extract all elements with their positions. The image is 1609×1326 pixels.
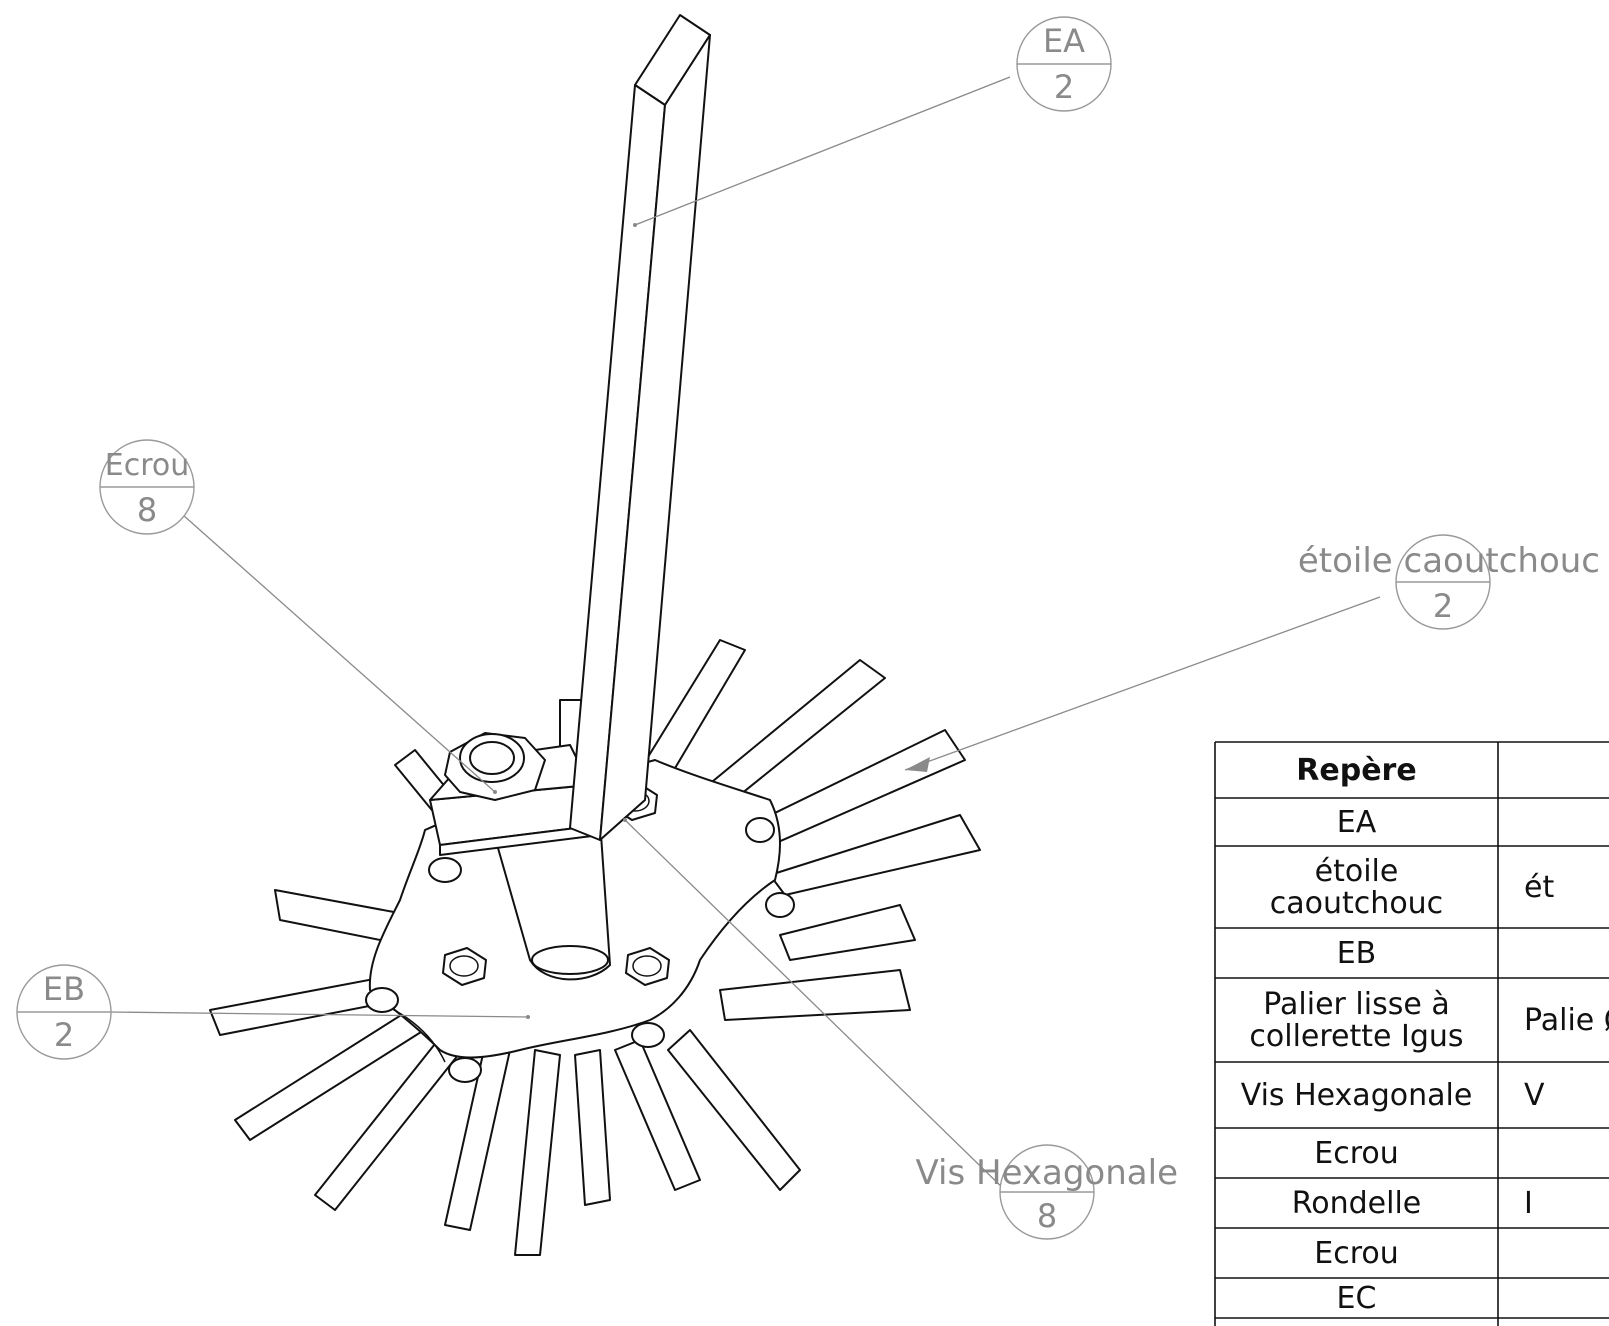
balloon-etoile-qty: 2 bbox=[1433, 587, 1453, 625]
balloon-eb-qty: 2 bbox=[54, 1016, 74, 1054]
bearing-hub bbox=[489, 819, 611, 981]
balloon-vis-name: Vis Hexagonale bbox=[916, 1153, 1178, 1193]
balloon-ecrou-qty: 8 bbox=[137, 491, 157, 529]
bom-cell-desc: Palie Ø bbox=[1524, 1003, 1609, 1038]
balloon-etoile[interactable]: étoile caoutchouc 2 bbox=[1298, 534, 1600, 630]
balloon-eb-name: EB bbox=[43, 970, 85, 1008]
bom-cell-repere: Vis Hexagonale bbox=[1241, 1078, 1473, 1113]
leaders bbox=[109, 76, 1381, 1196]
balloon-ea-qty: 2 bbox=[1054, 68, 1074, 106]
bom-cell-repere: Ecrou bbox=[1314, 1136, 1399, 1171]
balloon-ea-name: EA bbox=[1043, 22, 1085, 60]
balloon-ea[interactable]: EA 2 bbox=[1016, 16, 1112, 112]
balloon-vis-qty: 8 bbox=[1037, 1197, 1057, 1235]
balloon-etoile-name: étoile caoutchouc bbox=[1298, 541, 1600, 581]
bom-cell-desc: I bbox=[1524, 1186, 1533, 1221]
balloon-vis[interactable]: Vis Hexagonale 8 bbox=[916, 1144, 1178, 1240]
ea-bar bbox=[569, 14, 711, 841]
bom-cell-repere: EA bbox=[1337, 805, 1377, 840]
nut-block bbox=[429, 732, 601, 856]
bom-cell-repere: EB bbox=[1337, 936, 1377, 971]
balloon-ecrou[interactable]: Ecrou 8 bbox=[99, 439, 195, 535]
bom-cell-repere: EC bbox=[1337, 1281, 1377, 1316]
balloon-eb[interactable]: EB 2 bbox=[16, 964, 112, 1060]
bom-cell-repere: Rondelle bbox=[1292, 1186, 1422, 1221]
bom-cell-desc: ét bbox=[1524, 870, 1554, 905]
balloon-ecrou-name: Ecrou bbox=[105, 448, 190, 483]
bom-header-repere: Repère bbox=[1296, 753, 1416, 788]
bom-cell-repere: Ecrou bbox=[1314, 1236, 1399, 1271]
bom-cell-desc: V bbox=[1524, 1078, 1545, 1113]
